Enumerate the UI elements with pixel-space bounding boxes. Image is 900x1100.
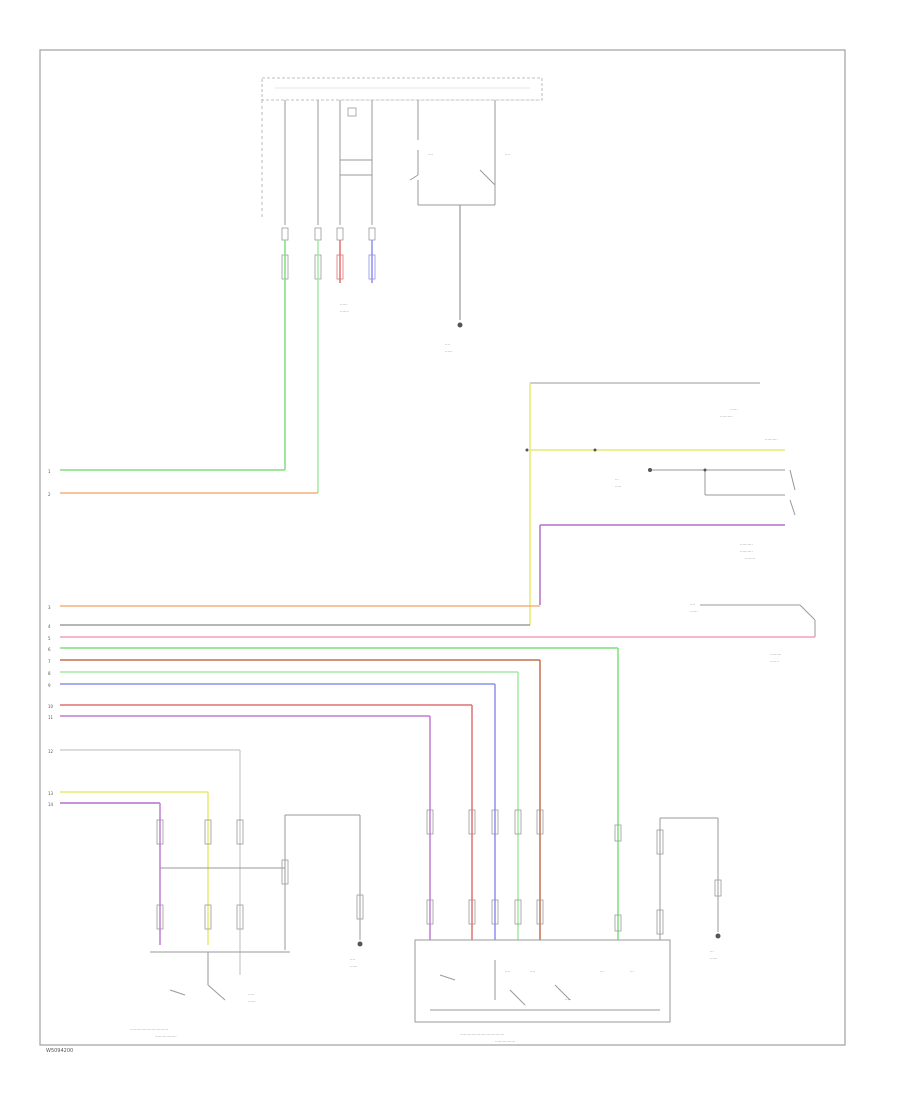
svg-text:................: ................ (495, 1038, 515, 1043)
svg-text:......: ...... (710, 955, 718, 960)
footer-code: W5094200 (46, 1048, 73, 1054)
svg-text:4: 4 (48, 624, 51, 629)
svg-text:......: ...... (340, 301, 348, 306)
svg-text:6: 6 (48, 647, 51, 652)
svg-text:12: 12 (48, 749, 54, 754)
svg-text:....: .... (690, 601, 695, 606)
svg-text:....: .... (530, 968, 535, 973)
svg-text:......: ...... (445, 348, 453, 353)
svg-text:....: .... (428, 151, 433, 156)
svg-text:.........: ......... (770, 651, 781, 656)
svg-text:......: ...... (730, 406, 738, 411)
diagram-frame (39, 49, 846, 1046)
svg-text:...: ... (600, 968, 604, 973)
svg-text:....: .... (350, 956, 355, 961)
right-circuit: ...... .......... .......... ... ..... .… (525, 382, 816, 663)
svg-text:13: 13 (48, 791, 54, 796)
svg-text:2: 2 (48, 492, 51, 497)
connector-top: ...... ....... (281, 227, 376, 313)
svg-text:......: ...... (248, 998, 256, 1003)
svg-text:..........: .......... (765, 436, 778, 441)
svg-text:..........: .......... (740, 548, 753, 553)
svg-text:.....: ..... (615, 483, 621, 488)
svg-text:......: ...... (690, 608, 698, 613)
svg-text:..........: .......... (740, 541, 753, 546)
svg-text:....: .... (445, 341, 450, 346)
svg-text:..........: .......... (720, 413, 733, 418)
svg-text:8: 8 (48, 671, 51, 676)
svg-text:5: 5 (48, 636, 51, 641)
svg-text:.......: ....... (340, 308, 349, 313)
svg-text:.....: ..... (565, 996, 571, 1001)
svg-text:........: ........ (745, 555, 755, 560)
svg-text:....: .... (505, 151, 510, 156)
svg-text:...: ... (615, 476, 619, 481)
svg-text:.................: ................. (155, 1033, 177, 1038)
svg-text:7: 7 (48, 659, 51, 664)
svg-text:.....: ..... (248, 991, 254, 996)
svg-text:9: 9 (48, 683, 51, 688)
connectors-bottom (156, 809, 722, 935)
svg-text:....: .... (505, 968, 510, 973)
svg-text:.......: ....... (770, 658, 779, 663)
control-module-top: .... .... .... ...... (261, 77, 543, 353)
svg-text:..............................: .............................. (130, 1026, 168, 1031)
svg-text:......: ...... (350, 963, 358, 968)
left-front-actuator: .... .... ..... ... ... ................… (414, 939, 671, 1043)
svg-text:3: 3 (48, 605, 51, 610)
svg-text:1: 1 (48, 469, 51, 474)
svg-text:...: ... (710, 948, 714, 953)
svg-text:10: 10 (48, 704, 54, 709)
svg-text:11: 11 (48, 715, 54, 720)
svg-text:..............................: ................................... (460, 1031, 505, 1036)
svg-text:14: 14 (48, 802, 54, 807)
right-rear-actuator: ..... ...... ...........................… (130, 952, 256, 1038)
svg-text:...: ... (630, 968, 634, 973)
